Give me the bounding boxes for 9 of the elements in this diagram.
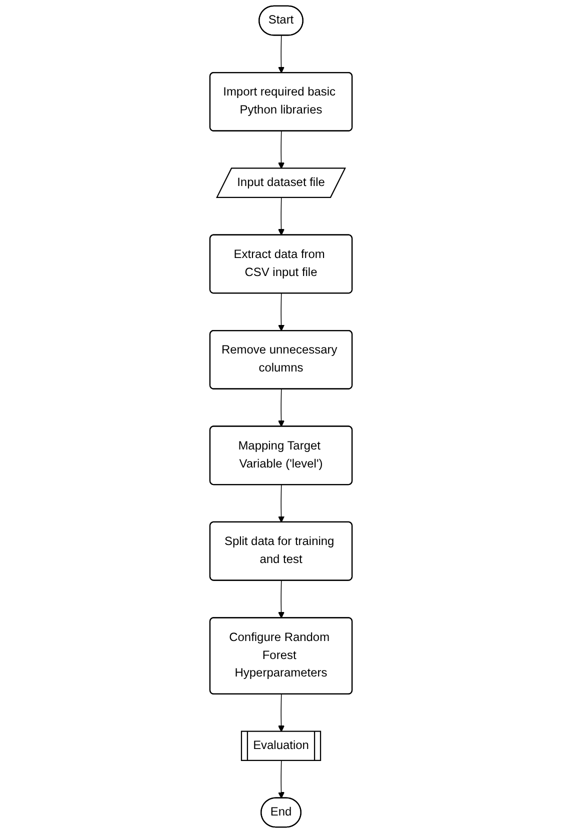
arrow (277, 484, 284, 523)
arrow (277, 760, 284, 799)
arrow (277, 293, 284, 332)
arrow (277, 580, 284, 618)
arrow (277, 694, 284, 732)
arrow (277, 388, 284, 427)
arrow (277, 130, 284, 169)
arrow (277, 35, 284, 74)
arrow (277, 197, 284, 236)
